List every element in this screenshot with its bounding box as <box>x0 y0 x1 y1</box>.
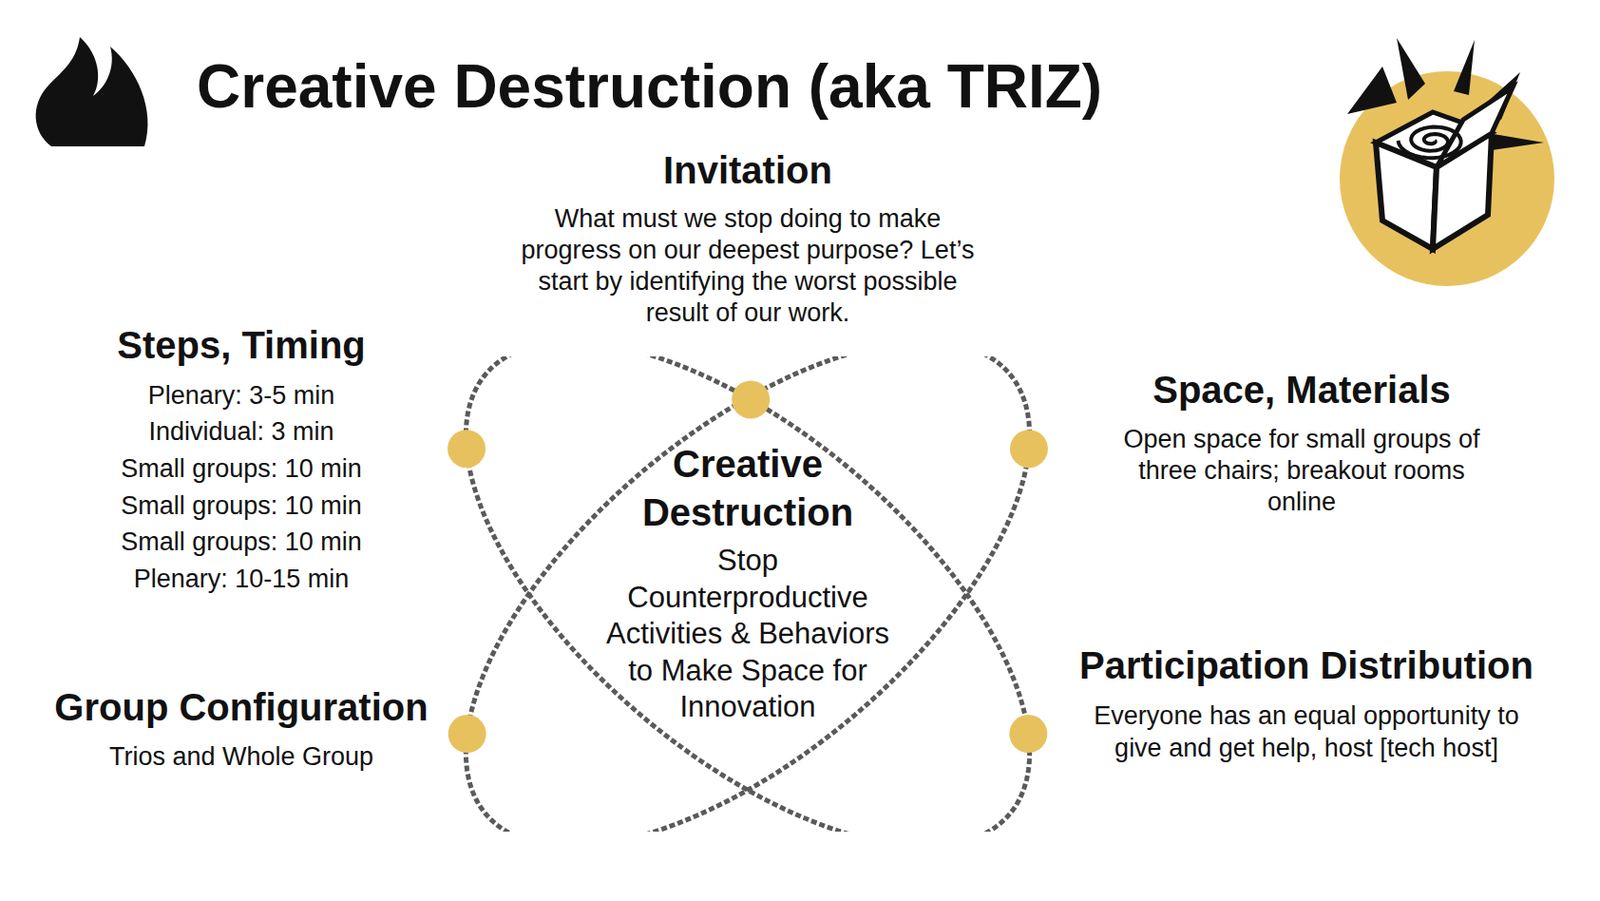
concept-heading: Creative Destruction <box>595 439 900 537</box>
yellow-dot <box>447 429 486 468</box>
center-concept: Creative DestructionStop Counterproducti… <box>418 356 1078 832</box>
section-heading: Steps, Timing <box>3 322 479 368</box>
step-item: Small groups: 10 min <box>41 523 441 560</box>
yellow-dot <box>731 380 770 419</box>
step-item: Plenary: 10-15 min <box>41 560 441 597</box>
yellow-dot <box>1009 714 1048 753</box>
concept-text: Stop Counterproductive Activities & Beha… <box>595 542 900 726</box>
step-item: Small groups: 10 min <box>41 450 441 487</box>
yellow-dot <box>1009 429 1048 468</box>
step-item: Individual: 3 min <box>41 413 441 450</box>
step-item: Small groups: 10 min <box>41 487 441 524</box>
yellow-dot <box>448 714 487 753</box>
section-text: What must we stop doing to make progress… <box>510 203 986 329</box>
section-text: Open space for small groups of three cha… <box>1102 423 1502 518</box>
section-heading: Participation Distribution <box>1040 642 1573 688</box>
section-text: Trios and Whole Group <box>32 740 451 773</box>
page-title: Creative Destruction (aka TRIZ) <box>196 50 1103 124</box>
step-item: Plenary: 3-5 min <box>41 377 441 414</box>
dashed-ellipse <box>465 356 1029 832</box>
spiral-symbol <box>1397 127 1461 159</box>
section-heading: Group Configuration <box>13 684 470 730</box>
section-text: Everyone has an equal opportunity to giv… <box>1073 699 1540 764</box>
section-heading: Space, Materials <box>1035 366 1568 413</box>
gift-box-icon <box>1339 38 1555 286</box>
section-heading: Invitation <box>415 147 1081 193</box>
flame-icon <box>36 37 149 147</box>
dashed-ellipse <box>465 356 1029 832</box>
